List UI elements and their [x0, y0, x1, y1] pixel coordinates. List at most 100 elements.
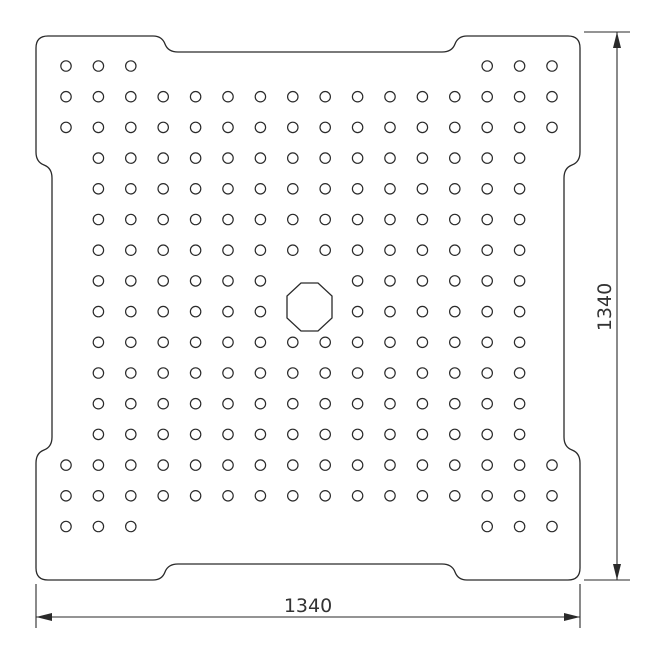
mounting-hole [384, 275, 396, 287]
mounting-hole [222, 336, 234, 349]
mounting-hole [416, 213, 429, 226]
mounting-hole [384, 152, 396, 164]
mounting-hole [351, 428, 364, 441]
mounting-hole [351, 459, 364, 471]
mounting-hole [319, 428, 331, 441]
mounting-hole [125, 244, 137, 256]
mounting-hole [513, 305, 526, 318]
mounting-hole [157, 459, 169, 471]
mounting-hole [60, 90, 72, 103]
mounting-hole [189, 428, 202, 441]
mounting-hole [92, 489, 105, 502]
mounting-hole [92, 152, 105, 164]
mounting-hole [416, 244, 429, 256]
mounting-hole [92, 520, 105, 533]
mounting-hole [157, 90, 169, 103]
mounting-hole [384, 397, 396, 410]
mounting-hole [222, 428, 234, 441]
mounting-hole [254, 397, 267, 410]
mounting-hole [351, 183, 364, 195]
mounting-hole [254, 244, 267, 256]
mounting-hole [513, 121, 526, 134]
mounting-hole [286, 397, 299, 410]
mounting-hole [286, 459, 299, 471]
mounting-hole [222, 305, 234, 318]
mounting-hole [481, 213, 493, 226]
mounting-hole [189, 367, 202, 379]
mounting-hole [189, 397, 202, 410]
mounting-hole [448, 183, 461, 195]
mounting-hole [254, 336, 267, 349]
mounting-hole [481, 520, 493, 533]
mounting-hole [351, 367, 364, 379]
mounting-hole [384, 459, 396, 471]
mounting-hole [448, 275, 461, 287]
mounting-hole [319, 397, 331, 410]
mounting-hole [546, 60, 558, 72]
mounting-hole [157, 121, 169, 134]
mounting-hole [481, 489, 493, 502]
mounting-hole [384, 244, 396, 256]
mounting-hole [286, 428, 299, 441]
mounting-hole [546, 489, 558, 502]
width-dimension-label: 1340 [284, 595, 332, 617]
mounting-hole [513, 459, 526, 471]
mounting-hole [384, 336, 396, 349]
mounting-hole [448, 336, 461, 349]
mounting-hole [319, 459, 331, 471]
mounting-hole [189, 90, 202, 103]
mounting-hole [157, 275, 169, 287]
mounting-hole [125, 520, 137, 533]
mounting-hole [222, 213, 234, 226]
mounting-hole [92, 336, 105, 349]
mounting-hole [92, 428, 105, 441]
mounting-hole [416, 183, 429, 195]
mounting-hole [254, 183, 267, 195]
mounting-hole [254, 367, 267, 379]
mounting-hole [351, 305, 364, 318]
mounting-hole [222, 397, 234, 410]
mounting-hole [481, 367, 493, 379]
dim-arrow-top [613, 32, 621, 48]
mounting-hole [125, 397, 137, 410]
mounting-hole [189, 275, 202, 287]
mounting-hole [513, 520, 526, 533]
mounting-hole [92, 367, 105, 379]
mounting-hole [254, 152, 267, 164]
mounting-hole [92, 213, 105, 226]
mounting-hole [254, 213, 267, 226]
mounting-hole [319, 367, 331, 379]
mounting-hole [60, 60, 72, 72]
mounting-hole [384, 305, 396, 318]
mounting-hole [125, 275, 137, 287]
mounting-hole [286, 367, 299, 379]
mounting-hole [481, 428, 493, 441]
mounting-hole [60, 489, 72, 502]
mounting-hole [351, 489, 364, 502]
mounting-hole [286, 152, 299, 164]
mounting-hole [125, 367, 137, 379]
mounting-hole [351, 152, 364, 164]
mounting-hole [351, 336, 364, 349]
mounting-hole [481, 305, 493, 318]
mounting-hole [125, 428, 137, 441]
dim-arrow-bottom [613, 564, 621, 580]
mounting-hole [513, 244, 526, 256]
mounting-hole [189, 305, 202, 318]
mounting-hole [513, 183, 526, 195]
mounting-hole [286, 90, 299, 103]
mounting-hole [448, 152, 461, 164]
mounting-hole [513, 152, 526, 164]
mounting-hole [384, 121, 396, 134]
mounting-hole [222, 121, 234, 134]
mounting-hole [222, 367, 234, 379]
mounting-hole [92, 244, 105, 256]
mounting-hole [189, 489, 202, 502]
mounting-hole [60, 121, 72, 134]
mounting-hole [157, 489, 169, 502]
mounting-hole [157, 183, 169, 195]
mounting-hole [416, 152, 429, 164]
mounting-hole [448, 305, 461, 318]
mounting-hole [384, 213, 396, 226]
mounting-hole [319, 152, 331, 164]
